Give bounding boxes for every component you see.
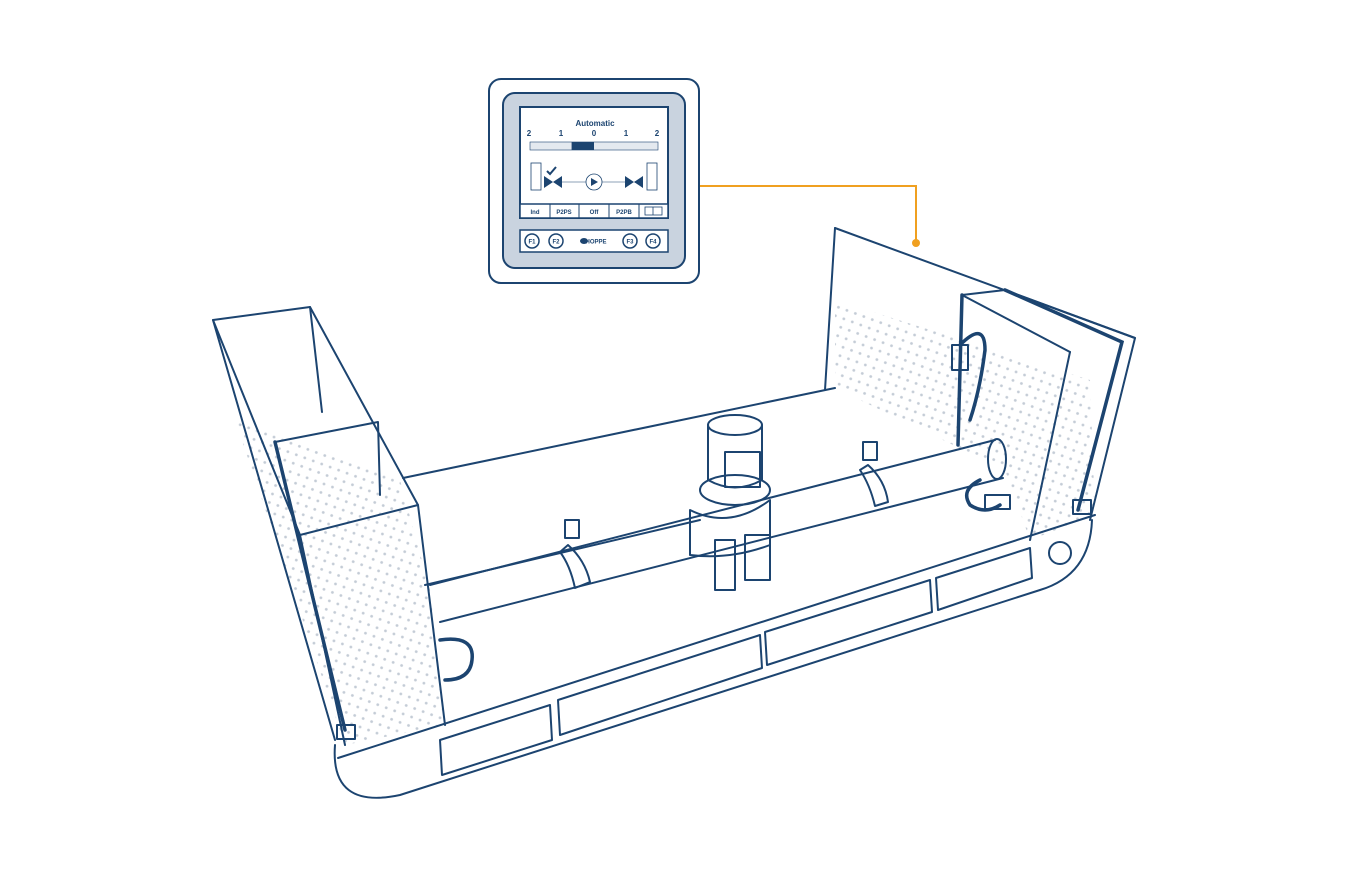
- softkey-ind[interactable]: Ind: [531, 210, 540, 216]
- f1-button[interactable]: [524, 233, 540, 249]
- softkey-off[interactable]: Off: [590, 210, 600, 216]
- softkey-row: Ind P2PS Off P2PB: [519, 203, 669, 219]
- softkey-p2ps[interactable]: P2PS: [556, 210, 571, 216]
- f2-button[interactable]: [548, 233, 564, 249]
- pump: [689, 414, 771, 591]
- f4-button[interactable]: [645, 233, 661, 249]
- f4-label: F4: [649, 240, 657, 246]
- tank-right-icon: [646, 162, 658, 191]
- f1-label: F1: [528, 240, 536, 246]
- window-icon[interactable]: [644, 206, 663, 216]
- valve-right-icon: [625, 176, 643, 188]
- f3-label: F3: [626, 240, 634, 246]
- hoppe-logo-icon: [580, 238, 588, 244]
- softkey-p2pb[interactable]: P2PB: [616, 210, 632, 216]
- ship-hull: [212, 227, 1136, 799]
- connector-line: [699, 185, 920, 247]
- scale-label: 2: [527, 129, 532, 138]
- scale-label: 0: [592, 129, 597, 138]
- f2-label: F2: [552, 240, 560, 246]
- mode-title: Automatic: [575, 119, 615, 128]
- pipe-system: [336, 332, 1092, 740]
- hoppe-logo: HOPPE: [585, 240, 606, 246]
- scale-label: 1: [559, 129, 564, 138]
- panel-screen: [519, 106, 669, 219]
- f3-button[interactable]: [622, 233, 638, 249]
- level-bar-fill: [571, 142, 594, 150]
- function-key-row: F1 F2 F3 F4 HOPPE: [519, 229, 669, 253]
- control-panel: Automatic 2 1 0 1 2 Ind P2PS Off P2PB: [488, 78, 700, 284]
- valve-left-icon: [544, 176, 562, 188]
- scale-label: 1: [624, 129, 629, 138]
- check-icon: [546, 166, 557, 176]
- scale-label: 2: [655, 129, 660, 138]
- tank-left-icon: [530, 162, 542, 191]
